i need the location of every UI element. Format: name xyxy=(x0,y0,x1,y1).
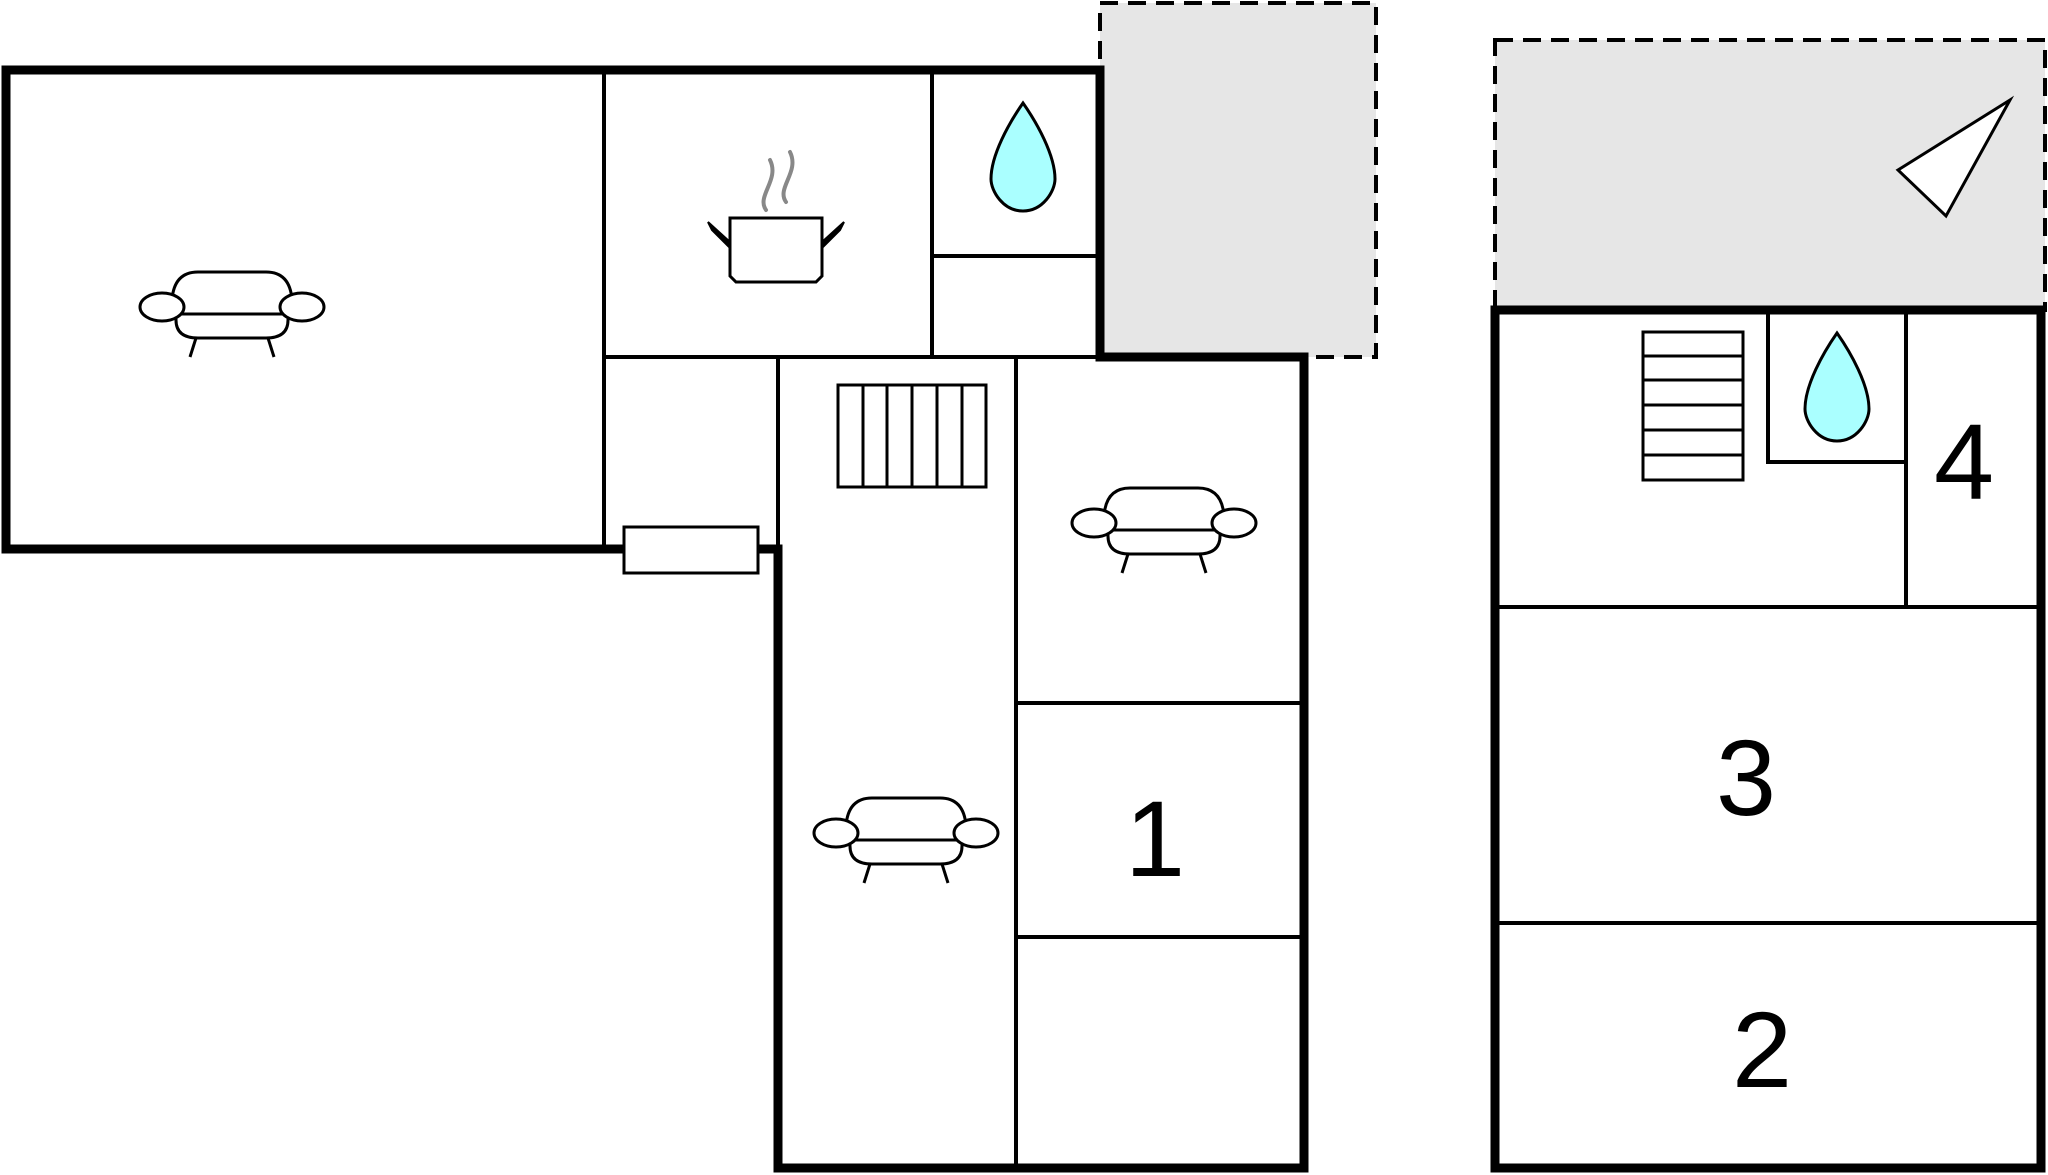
water-drop-icon xyxy=(989,101,1057,213)
room-label-3: 3 xyxy=(1716,717,1776,838)
north-arrow-icon xyxy=(1895,95,2015,219)
stairs-icon xyxy=(1641,330,1745,482)
sofa-icon xyxy=(1070,486,1258,575)
room-label-1: 1 xyxy=(1125,778,1185,899)
building-left-outline xyxy=(1,65,1309,1173)
terrace-top-middle xyxy=(1098,1,1378,359)
room-label-2: 2 xyxy=(1732,989,1792,1110)
interior-walls-right xyxy=(1495,310,2041,925)
sofa-icon xyxy=(812,796,1000,885)
radiator-icon xyxy=(836,383,988,489)
water-drop-icon xyxy=(1803,331,1871,443)
door-icon xyxy=(622,525,760,575)
interior-walls-left xyxy=(602,70,1304,1168)
room-label-4: 4 xyxy=(1934,401,1994,522)
cooking-pot-icon xyxy=(707,150,845,284)
sofa-icon xyxy=(138,270,326,359)
